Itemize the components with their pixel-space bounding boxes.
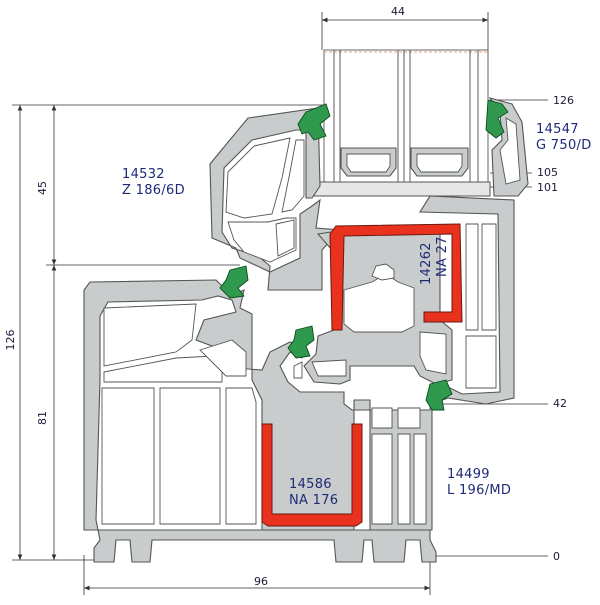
label-14499-sub: L 196/MD [447, 483, 511, 498]
dim-left-upper: 45 [36, 181, 49, 195]
dim-right-126: 126 [553, 94, 574, 107]
dim-right-101: 101 [537, 181, 558, 194]
dim-right-42: 42 [553, 397, 567, 410]
label-14262-code: 14262 [419, 242, 434, 285]
dim-right-0: 0 [553, 550, 560, 563]
dim-bottom-width: 96 [254, 575, 268, 588]
label-14532-sub: Z 186/6D [122, 183, 185, 198]
glazing-bead-14547 [488, 97, 529, 197]
label-14262-sub: NA 27 [435, 236, 450, 277]
steel-reinforcement-14586 [261, 423, 363, 527]
label-14547-sub: G 750/D [536, 138, 592, 153]
label-14499-code: 14499 [447, 467, 490, 482]
dim-right-105: 105 [537, 166, 558, 179]
label-14586-code: 14586 [289, 477, 332, 492]
label-14532-code: 14532 [122, 167, 165, 182]
steel-reinforcement-14262 [329, 223, 463, 331]
glazing-packer [313, 181, 491, 197]
dim-left-total: 126 [4, 330, 17, 351]
gasket-seals [219, 99, 509, 411]
dim-left-lower: 81 [36, 411, 49, 425]
dim-top-width: 44 [391, 5, 405, 18]
sash-profile-14532 [209, 107, 342, 291]
frame-profile-14499 [83, 195, 515, 563]
label-14547-code: 14547 [536, 122, 579, 137]
label-14586-sub: NA 176 [289, 493, 338, 508]
glazing-unit [323, 49, 489, 183]
